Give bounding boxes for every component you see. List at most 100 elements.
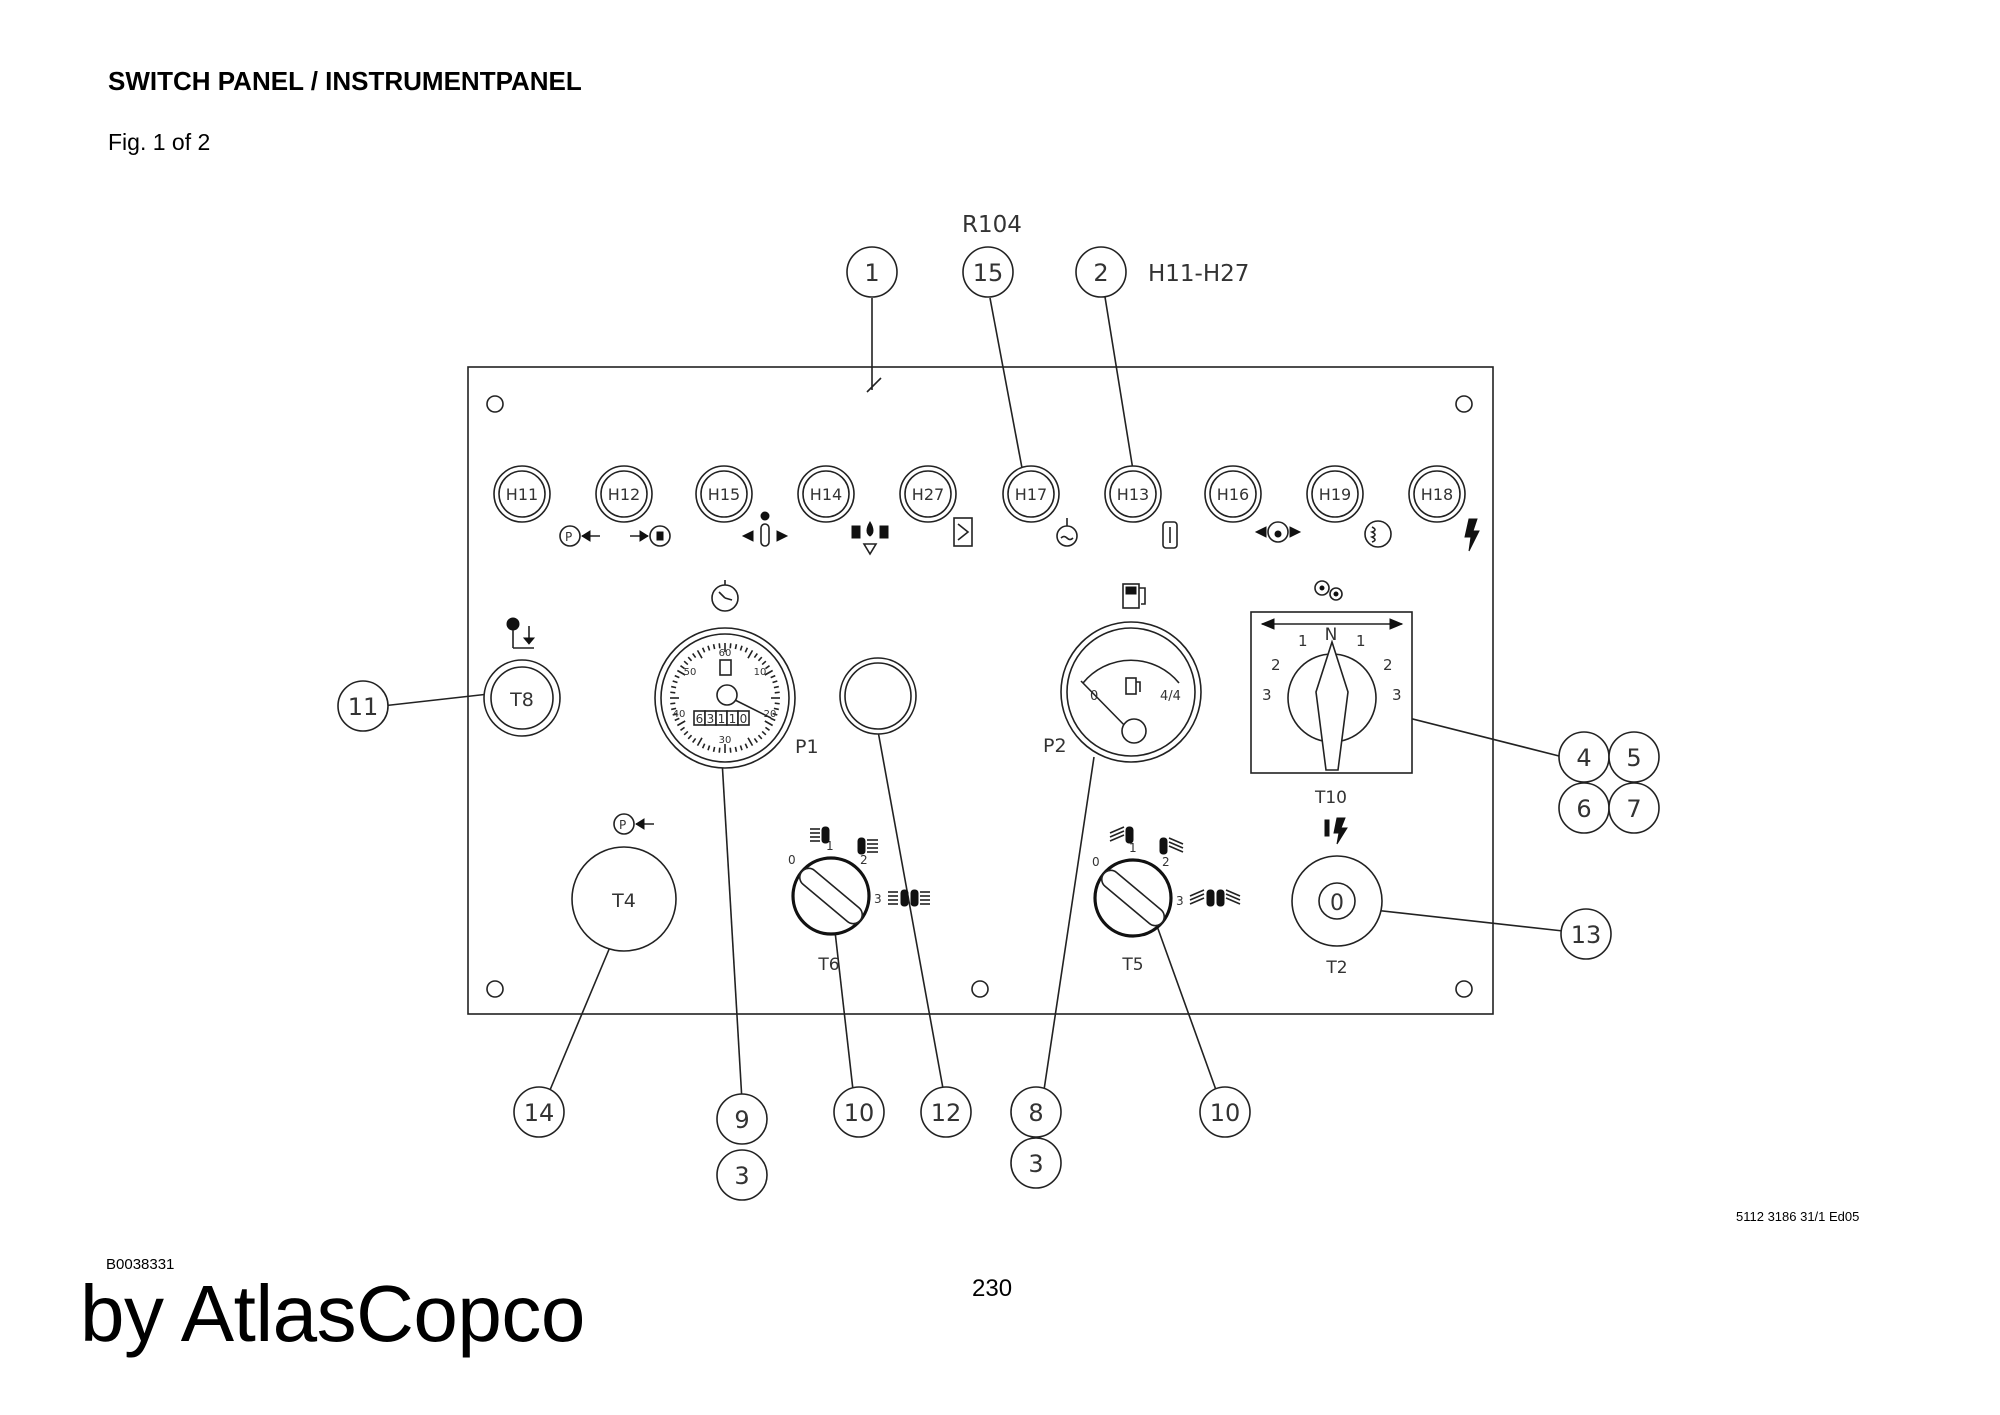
lamp-symbols: P — [559, 511, 1480, 556]
callout-number: 15 — [973, 259, 1004, 287]
h11-h27-label: H11-H27 — [1148, 261, 1249, 287]
filter-restriction-symbol — [953, 517, 973, 547]
fuel-filter-symbol — [1254, 521, 1302, 543]
callout-16: 3 — [1010, 1137, 1062, 1189]
lamp-label: H27 — [912, 485, 944, 504]
hour-meter-scale-label: 30 — [719, 735, 732, 746]
callout-number: 7 — [1626, 795, 1641, 823]
lamp-label: H17 — [1015, 485, 1047, 504]
callout-number: 1 — [864, 259, 879, 287]
indicator-lamp-h13: H13 — [1104, 465, 1162, 523]
indicator-lamp-h15: H15 — [695, 465, 753, 523]
switch-t2[interactable]: 0 T2 — [1291, 855, 1383, 978]
indicator-lamp-h19: H19 — [1306, 465, 1364, 523]
indicator-lamp-h16: H16 — [1204, 465, 1262, 523]
callout-number: 11 — [348, 693, 379, 721]
lamp-label: H18 — [1421, 485, 1453, 504]
callout-number: 3 — [1028, 1150, 1043, 1178]
oil-filter-symbol — [630, 525, 671, 547]
svg-text:P: P — [619, 818, 626, 832]
t10-left-3: 3 — [1262, 686, 1272, 704]
emergency-stop-symbol — [1324, 817, 1348, 845]
t6-pos-3: 3 — [874, 892, 882, 906]
lamp-label: H13 — [1117, 485, 1149, 504]
callout-number: 8 — [1028, 1099, 1043, 1127]
t5-pos-1: 1 — [1129, 841, 1137, 855]
counter-digit: 1 — [729, 712, 737, 726]
callout-number: 12 — [931, 1099, 962, 1127]
mounting-hole — [1455, 980, 1473, 998]
hour-meter-scale-label: 20 — [764, 709, 777, 720]
callout-14: 12 — [920, 1086, 972, 1138]
callout-number: 3 — [734, 1162, 749, 1190]
callout-6: 5 — [1608, 731, 1660, 783]
lamp-label: H12 — [608, 485, 640, 504]
t10-left-1: 1 — [1298, 632, 1308, 650]
lamp-label: H14 — [810, 485, 842, 504]
callout-17: 10 — [1199, 1086, 1251, 1138]
t5-pos-0: 0 — [1092, 855, 1100, 869]
callout-1: 1 — [846, 246, 898, 298]
coolant-temp-symbol — [741, 511, 789, 547]
parking-brake-symbol: P — [559, 525, 600, 547]
callout-8: 7 — [1608, 782, 1660, 834]
t6-pos-2: 2 — [860, 853, 868, 867]
t10-center-position: N — [1325, 625, 1338, 645]
mounting-hole — [1455, 395, 1473, 413]
t10-right-3: 3 — [1392, 686, 1402, 704]
callout-number: 2 — [1093, 259, 1108, 287]
counter-digit: 6 — [696, 712, 704, 726]
rotary-switch-t5[interactable]: 0 1 2 3 T5 — [1092, 841, 1184, 975]
temperature-symbol — [1162, 521, 1178, 549]
mounting-hole — [486, 980, 504, 998]
fuel-scale-full: 4/4 — [1160, 689, 1181, 704]
hour-meter-scale-label: 40 — [673, 709, 686, 720]
drawing-number: B0038331 — [106, 1256, 175, 1273]
callout-number: 10 — [844, 1099, 875, 1127]
indicator-lamp-h27: H27 — [899, 465, 957, 523]
callout-11: 9 — [716, 1093, 768, 1145]
counter-digit: 3 — [707, 712, 715, 726]
coolant-level-symbol — [1056, 518, 1078, 547]
t5-pos-2: 2 — [1162, 855, 1170, 869]
mounting-hole — [486, 395, 504, 413]
t6-pos-1: 1 — [826, 839, 834, 853]
lamp-label: H19 — [1319, 485, 1351, 504]
page-number: 230 — [972, 1275, 1013, 1302]
hour-meter-scale-label: 60 — [719, 648, 732, 659]
lift-symbol — [506, 617, 536, 649]
callout-15: 8 — [1010, 1086, 1062, 1138]
t10-left-2: 2 — [1271, 656, 1281, 674]
switch-t4[interactable]: T4 — [571, 846, 677, 952]
t6-label: T6 — [817, 955, 839, 975]
fuel-gauge-p2: 0 4/4 P2 — [1043, 621, 1202, 763]
part-number: 5112 3186 31/1 Ed05 — [1736, 1209, 1860, 1224]
p2-label: P2 — [1043, 735, 1067, 757]
rotary-switch-t6[interactable]: 0 1 2 3 T6 — [788, 839, 882, 975]
page-title: SWITCH PANEL / INSTRUMENTPANEL — [108, 66, 582, 96]
switch-t8[interactable]: T8 — [483, 659, 561, 737]
hour-meter-scale-label: 10 — [754, 667, 767, 678]
t5-label: T5 — [1121, 955, 1143, 975]
brand-text: by AtlasCopco — [80, 1269, 585, 1358]
callout-number: 9 — [734, 1106, 749, 1134]
t5-pos-3: 3 — [1176, 894, 1184, 908]
callout-4: 11 — [337, 680, 389, 732]
lamp-label: H15 — [708, 485, 740, 504]
t4-label: T4 — [611, 890, 636, 912]
svg-text:P: P — [565, 530, 572, 544]
selector-switch-t10[interactable]: N 1 2 3 1 2 3 T10 — [1250, 611, 1413, 808]
panel-outline — [467, 366, 1494, 1015]
t8-label: T8 — [509, 689, 534, 711]
blank-plug — [839, 657, 917, 735]
callout-9: 13 — [1560, 908, 1612, 960]
hydraulic-oil-symbol — [851, 521, 889, 556]
mounting-hole — [971, 980, 989, 998]
callout-number: 6 — [1576, 795, 1591, 823]
callout-7: 6 — [1558, 782, 1610, 834]
callout-number: 14 — [524, 1099, 555, 1127]
indicator-lamp-h18: H18 — [1408, 465, 1466, 523]
r104-label: R104 — [962, 212, 1022, 238]
